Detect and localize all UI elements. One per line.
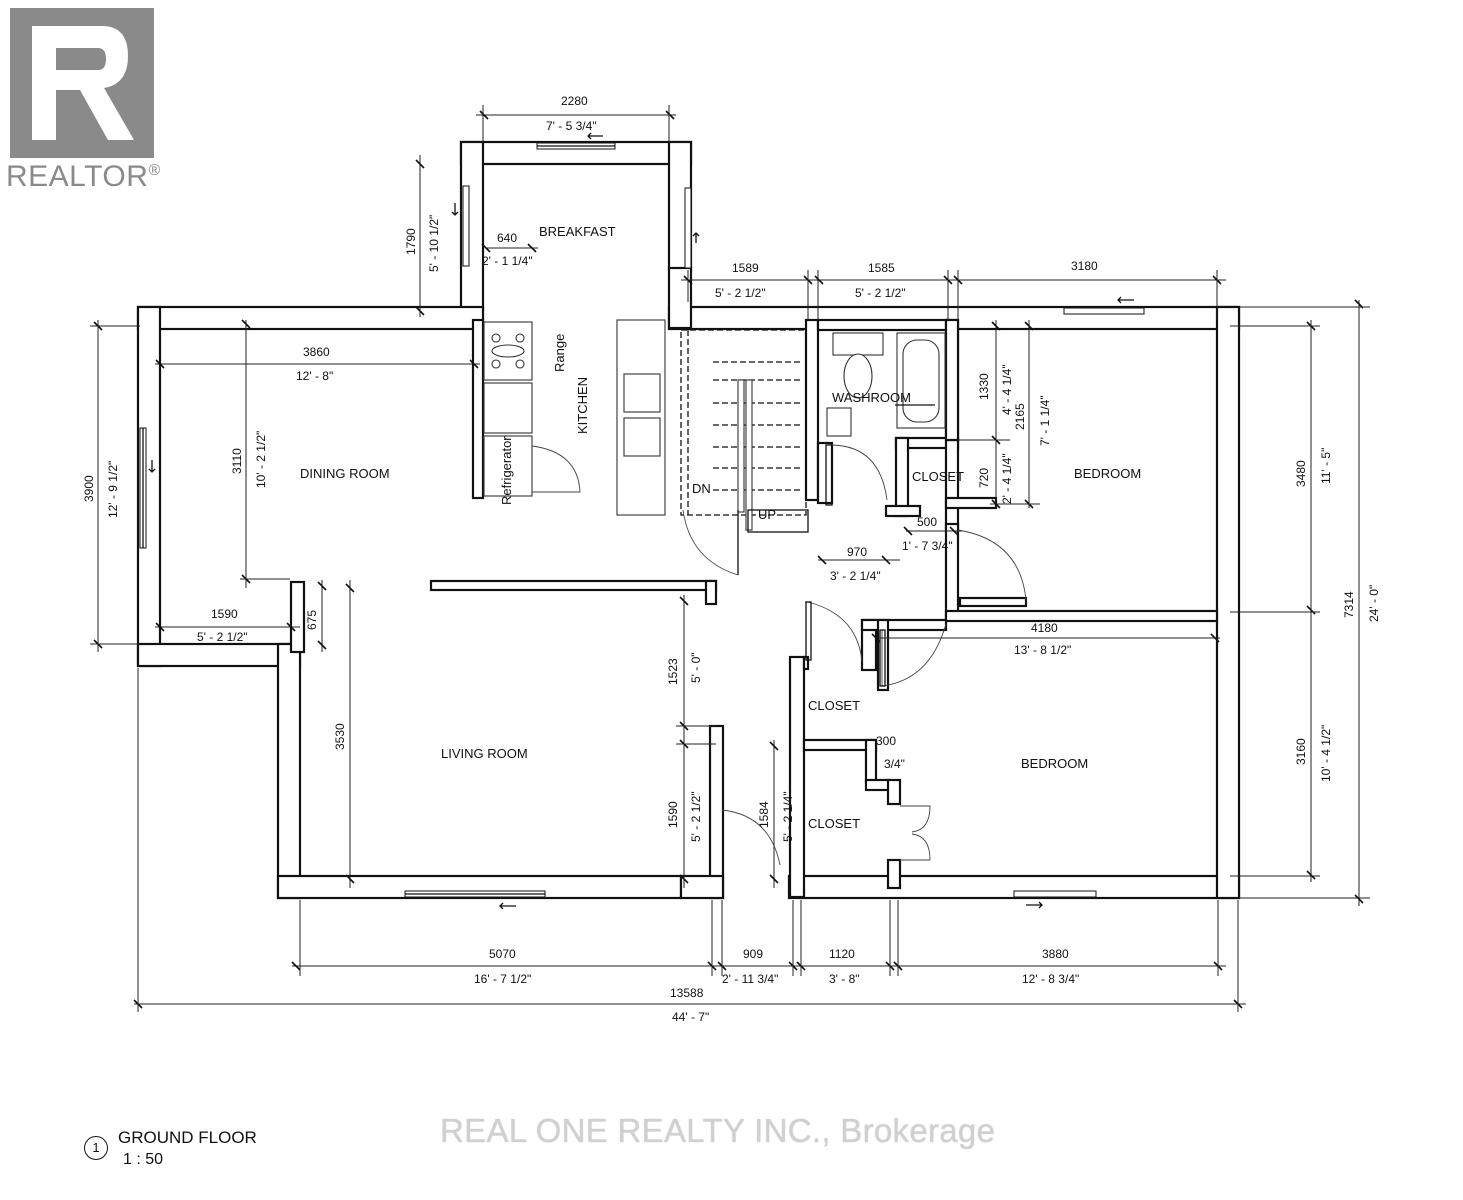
dim-closet-300-ft: 3/4" [884,757,905,771]
dim-hall-500-ft: 1' - 7 3/4" [902,539,953,553]
dim-living-depth: 3530 [333,723,347,750]
dim-bedroom-bottom-width-ft: 13' - 8 1/2" [1014,643,1071,657]
dim-bedroom-closet2: 2165 [1013,403,1027,430]
dim-bedroom-closet-ft: 4' - 4 1/4" [1000,364,1014,415]
realtor-r-logo-icon [10,8,154,158]
door-swings [721,529,1027,866]
dim-left-wall-ft: 12' - 9 1/2" [106,461,120,518]
dim-overall-depth-ft: 24' - 0" [1367,585,1381,622]
dim-bottom-hall: 909 [743,947,763,961]
dim-closet-depth-ft: 5' - 2 1/4" [781,791,795,842]
drawing-title: GROUND FLOOR [118,1128,257,1147]
bedroom-top-label: BEDROOM [1074,466,1141,481]
drawing-scale: 1 : 50 [123,1151,164,1168]
dim-dining-width: 3860 [303,345,330,359]
kitchen-label: KITCHEN [575,377,590,434]
kitchen-fixtures [483,321,581,497]
dim-bottom-bedroom: 3880 [1042,947,1069,961]
stair-up-label: UP [758,507,776,522]
dim-bottom-hall-ft: 2' - 11 3/4" [722,972,778,986]
dim-bedroom-closet2-ft: 7' - 1 1/4" [1038,395,1052,446]
closet-mid-label: CLOSET [808,698,860,713]
dim-bottom-closet-ft: 3' - 8" [829,972,860,986]
dim-breakfast-depth: 1790 [404,228,418,255]
dim-bedroom-top-width: 3180 [1071,259,1098,273]
dim-bottom-closet: 1120 [829,947,855,961]
dim-hall-lower: 1590 [666,801,680,828]
view-number-badge: 1 [84,1136,108,1160]
stair-down-label: DN [692,481,711,496]
interior-walls [289,318,1219,899]
dim-bedroom-top-depth: 3480 [1294,460,1308,487]
dim-closet-depth: 1584 [757,801,771,828]
bedroom-bottom-label: BEDROOM [1021,756,1088,771]
dim-hall-500: 500 [917,515,937,529]
dim-jog: 675 [305,610,319,630]
dimension-lines [90,105,1370,1012]
dim-bottom-bedroom-ft: 12' - 8 3/4" [1022,972,1079,986]
dim-bedroom-bottom-depth: 3160 [1294,738,1308,765]
dim-dining-width-ft: 12' - 8" [296,369,333,383]
dim-bedroom-closet: 1330 [977,373,991,400]
dim-hall-lower-ft: 5' - 2 1/2" [689,791,703,842]
range-label: Range [552,334,567,372]
windows [139,132,1145,910]
dim-overall-width: 13588 [670,986,704,1000]
dim-dining-depth-ft: 10' - 2 1/2" [254,431,268,488]
dim-breakfast-width-ft: 7' - 5 3/4" [546,119,597,133]
dim-hall-970: 970 [847,545,867,559]
closet-low-label: CLOSET [808,816,860,831]
realtor-logo-text: REALTOR® [6,160,161,193]
dim-bedroom-bottom-depth-ft: 10' - 4 1/2" [1319,725,1333,782]
dim-hall-opening: 1523 [666,658,680,685]
dim-dining-bottom: 1590 [211,607,238,621]
dim-counter-ft: 2' - 1 1/4" [482,254,533,268]
dim-washroom-width: 1585 [868,261,895,275]
dim-washroom-width-ft: 5' - 2 1/2" [855,286,906,300]
dim-counter: 640 [497,231,517,245]
washroom-label: WASHROOM [832,390,911,405]
dim-hall-970-ft: 3' - 2 1/4" [830,569,881,583]
dim-stair-width: 1589 [732,261,759,275]
dim-bottom-living-ft: 16' - 7 1/2" [474,972,531,986]
refrigerator-label: Refrigerator [499,436,514,505]
dim-closet-small-ft: 2' - 4 1/4" [1000,453,1014,504]
dim-overall-depth: 7314 [1342,591,1356,618]
dim-left-wall: 3900 [82,475,96,502]
dim-breakfast-width: 2280 [561,94,588,108]
dim-breakfast-depth-ft: 5' - 10 1/2" [427,215,441,272]
dim-dining-depth: 3110 [230,448,244,474]
dim-closet-300: 300 [876,734,896,748]
dim-dining-bottom-ft: 5' - 2 1/2" [197,630,248,644]
exterior-walls [136,140,1241,900]
living-room-label: LIVING ROOM [441,746,528,761]
washroom-fixtures [825,332,946,506]
hall-closet-label: CLOSET [912,469,964,484]
brokerage-watermark: REAL ONE REALTY INC., Brokerage [440,1112,996,1149]
staircase [680,329,809,576]
dim-bottom-living: 5070 [489,947,516,961]
dimension-labels: 2280 7' - 5 3/4" 1790 5' - 10 1/2" 640 2… [82,94,1381,1024]
room-labels: BREAKFAST KITCHEN Range Refrigerator DIN… [300,224,1141,831]
dim-hall-opening-ft: 5' - 0" [689,652,703,683]
dim-overall-width-ft: 44' - 7" [672,1010,709,1024]
dim-bedroom-bottom-width: 4180 [1031,621,1058,635]
dim-stair-width-ft: 5' - 2 1/2" [715,286,766,300]
dim-closet-small: 720 [977,468,991,488]
breakfast-label: BREAKFAST [539,224,616,239]
dim-bedroom-top-depth-ft: 11' - 5" [1319,448,1333,484]
dining-room-label: DINING ROOM [300,466,390,481]
